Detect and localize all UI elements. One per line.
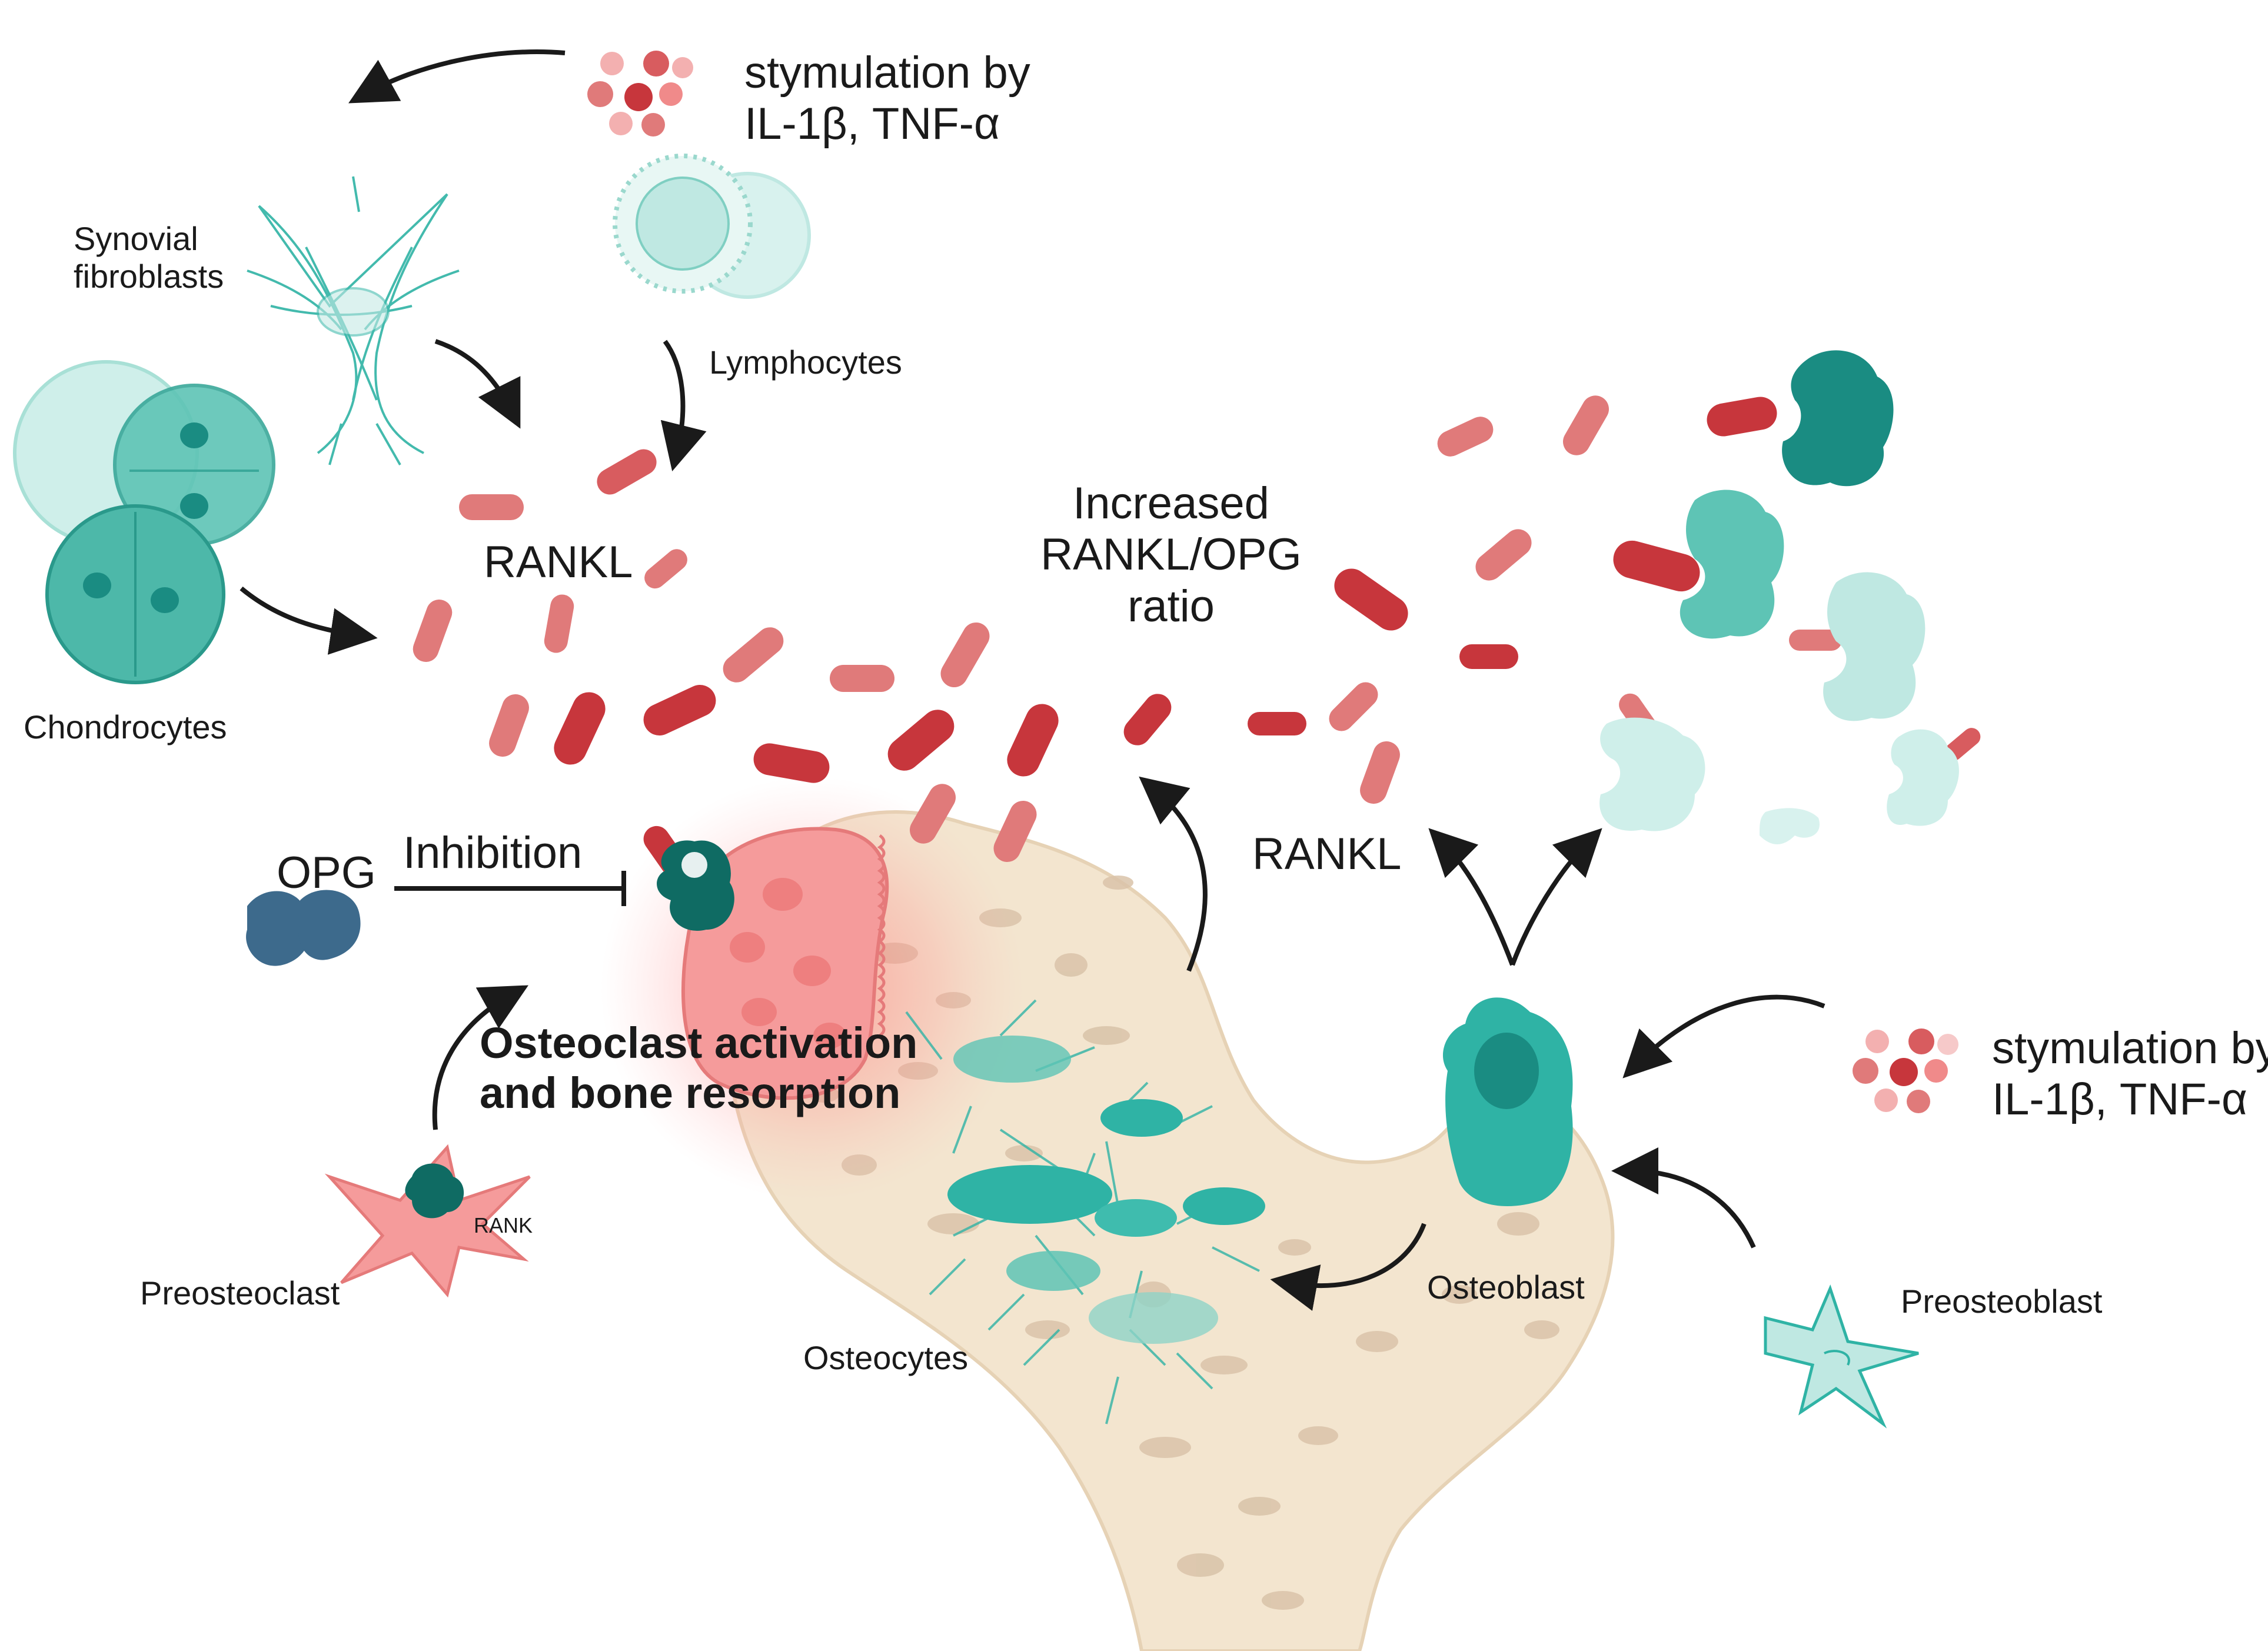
stimulation-top-line1: stymulation by — [744, 48, 1030, 98]
increased-line3: ratio — [1128, 581, 1215, 631]
arrow-osteoblast-to-receptors — [1510, 828, 1602, 966]
synovial-fibroblast — [247, 176, 460, 465]
arrows — [240, 49, 1825, 1311]
cytokine-dots-top — [587, 51, 693, 137]
stimulation-top-label: stymulation by IL-1β, TNF-α — [744, 47, 1030, 150]
arrow-preosteoclast-to-osteoclast — [432, 985, 528, 1130]
stimulation-top-line2: IL-1β, TNF-α — [744, 99, 1000, 149]
arrow-lymphocytes-to-rankl — [660, 339, 707, 472]
osteoblast — [1442, 997, 1573, 1206]
inhibition-label: Inhibition — [403, 828, 583, 878]
preosteoblast-label: Preosteoblast — [1901, 1283, 2103, 1320]
rank-label: RANK — [474, 1213, 533, 1237]
cytokine-dots-right — [1853, 1028, 1958, 1113]
increased-line2: RANKL/OPG — [1040, 530, 1302, 580]
lymphocytes-label: Lymphocytes — [709, 344, 902, 381]
arrow-cytokines-to-fibroblasts — [348, 49, 566, 104]
synovial-fibroblasts-label: Synovial fibroblasts — [74, 220, 224, 296]
rankl-right-label: RANKL — [1252, 829, 1402, 879]
arrow-osteoblast-to-osteocytes — [1270, 1223, 1426, 1311]
increased-ratio-label: Increased RANKL/OPG ratio — [1036, 478, 1306, 632]
chondrocytes-label: Chondrocytes — [24, 708, 227, 745]
osteoblast-label: Osteoblast — [1427, 1269, 1585, 1306]
arrow-osteoblast-to-rankl — [1428, 828, 1515, 966]
rank-rankl-complex — [643, 826, 734, 931]
arrow-preosteoblast-to-osteoblast — [1611, 1147, 1756, 1249]
opg-label: OPG — [277, 848, 376, 898]
synovial-line2: fibroblasts — [74, 258, 224, 295]
inhibition-line — [394, 871, 626, 906]
activation-line1: Osteoclast activation — [480, 1018, 918, 1067]
preosteoclast — [324, 1144, 531, 1298]
arrow-cytokines-to-osteoblast — [1622, 994, 1825, 1079]
stimulation-right-label: stymulation by IL-1β, TNF-α — [1992, 1023, 2268, 1126]
osteoclast-activation-label: Osteoclast activation and bone resorptio… — [480, 1018, 917, 1118]
preosteoclast-label: Preosteoclast — [140, 1274, 340, 1312]
synovial-line1: Synovial — [74, 220, 198, 257]
arrow-osteocytes-to-rankl — [1139, 776, 1208, 972]
lymphocyte — [613, 154, 811, 299]
activation-line2: and bone resorption — [480, 1069, 901, 1118]
increased-line1: Increased — [1073, 478, 1269, 528]
rank-receptors-right — [1599, 350, 1959, 844]
osteocytes — [905, 999, 1265, 1424]
preosteoblast — [1764, 1284, 1919, 1429]
arrow-fibroblasts-to-rankl — [434, 339, 521, 429]
stimulation-right-line2: IL-1β, TNF-α — [1992, 1074, 2247, 1125]
stimulation-right-line1: stymulation by — [1992, 1023, 2268, 1073]
opg-molecule — [246, 890, 361, 966]
osteocytes-label: Osteocytes — [803, 1339, 969, 1376]
rankl-left-label: RANKL — [484, 537, 633, 587]
chondrocytes — [13, 360, 275, 684]
arrow-chondrocytes-to-rankl — [240, 586, 378, 655]
